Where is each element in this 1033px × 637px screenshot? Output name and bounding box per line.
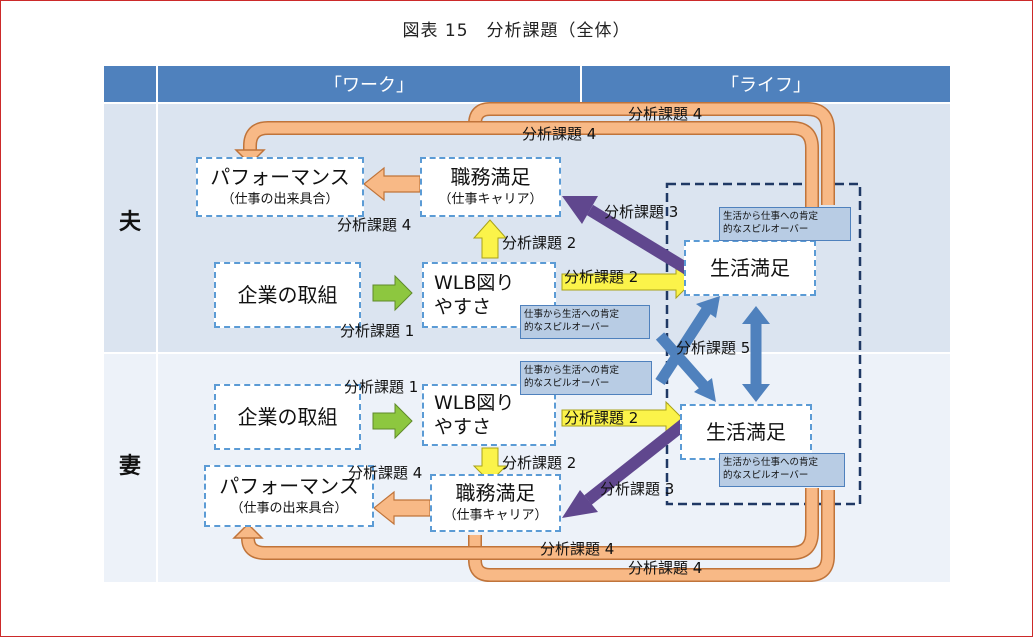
arrow-life-double-down xyxy=(742,384,770,402)
wife-spillover-work-to-life-note: 仕事から生活への肯定 的なスピルオーバー xyxy=(520,361,652,395)
wife-spillover-wl-line2: 的なスピルオーバー xyxy=(524,378,610,389)
wife-spillover-lw-line1: 生活から仕事への肯定 xyxy=(723,457,819,468)
label-t4-bottom-outer: 分析課題 4 xyxy=(628,559,703,577)
husband-job-satisfaction-box: 職務満足 （仕事キャリア） xyxy=(420,157,561,217)
wife-life-label: 生活満足 xyxy=(706,420,786,444)
arrow-job-to-performance-husband xyxy=(363,166,421,202)
husband-life-label: 生活満足 xyxy=(710,256,790,280)
husband-label-cell xyxy=(104,104,156,352)
husband-performance-title: パフォーマンス xyxy=(210,165,350,189)
label-t2-wife-right: 分析課題 2 xyxy=(564,409,639,427)
arrow-life-to-job-wife xyxy=(562,490,598,518)
wife-performance-sub: （仕事の出来具合） xyxy=(230,501,348,516)
husband-job-title: 職務満足 xyxy=(450,165,531,189)
husband-life-satisfaction-box: 生活満足 xyxy=(684,240,816,296)
figure-title: 図表 15 分析課題（全体） xyxy=(402,21,631,41)
wife-wlb-line2: やすさ xyxy=(434,416,492,438)
label-t4-bottom-inner: 分析課題 4 xyxy=(540,540,615,558)
arrow-cross-to-husband-life xyxy=(696,296,720,318)
label-t3-wife: 分析課題 3 xyxy=(600,480,675,498)
label-t5: 分析課題 5 xyxy=(676,339,751,357)
wife-life-satisfaction-box: 生活満足 xyxy=(680,404,812,460)
arrow-cross-to-wife-life xyxy=(694,378,716,402)
wife-company-label: 企業の取組 xyxy=(237,405,338,429)
wife-job-satisfaction-box: 職務満足 （仕事キャリア） xyxy=(430,474,561,532)
header-life: 「ライフ」 xyxy=(582,66,950,102)
wife-spillover-wl-line1: 仕事から生活への肯定 xyxy=(524,365,620,376)
arrow-life-double-up xyxy=(742,306,770,324)
wife-performance-box: パフォーマンス （仕事の出来具合） xyxy=(204,465,374,527)
wife-spillover-lw-line2: 的なスピルオーバー xyxy=(723,470,809,481)
husband-wlb-line1: WLB図り xyxy=(434,272,515,294)
label-t4-wife-left: 分析課題 4 xyxy=(348,464,423,482)
label-t4-top-inner: 分析課題 4 xyxy=(522,125,597,143)
row-label-husband: 夫 xyxy=(119,210,142,235)
wife-spillover-life-to-work-note: 生活から仕事への肯定 的なスピルオーバー xyxy=(719,453,845,487)
wife-wlb-line1: WLB図り xyxy=(434,392,515,414)
label-t2-husband-right: 分析課題 2 xyxy=(564,268,639,286)
wife-job-sub: （仕事キャリア） xyxy=(443,508,548,523)
husband-job-sub: （仕事キャリア） xyxy=(438,192,543,207)
husband-spillover-work-to-life-note: 仕事から生活への肯定 的なスピルオーバー xyxy=(520,305,650,339)
husband-performance-box: パフォーマンス （仕事の出来具合） xyxy=(196,157,364,217)
arrow-company-to-wlb-husband xyxy=(372,274,413,312)
husband-wlb-line2: やすさ xyxy=(434,296,492,318)
wife-company-box: 企業の取組 xyxy=(214,384,361,450)
header-work: 「ワーク」 xyxy=(158,66,580,102)
husband-company-box: 企業の取組 xyxy=(214,262,361,328)
header-corner xyxy=(104,66,156,102)
husband-spillover-lw-line2: 的なスピルオーバー xyxy=(723,224,809,235)
arrow-life-to-job-husband xyxy=(562,196,598,224)
husband-spillover-lw-line1: 生活から仕事への肯定 xyxy=(723,211,819,222)
label-t1-wife: 分析課題 1 xyxy=(344,378,419,396)
label-t4-top-outer: 分析課題 4 xyxy=(628,105,703,123)
label-t1-husband: 分析課題 1 xyxy=(340,322,415,340)
husband-spillover-life-to-work-note: 生活から仕事への肯定 的なスピルオーバー xyxy=(719,207,851,241)
arrow-company-to-wlb-wife xyxy=(372,402,413,440)
label-t2-wife-down: 分析課題 2 xyxy=(502,454,577,472)
husband-company-label: 企業の取組 xyxy=(237,283,338,307)
wife-performance-title: パフォーマンス xyxy=(219,474,359,498)
label-t3-husband: 分析課題 3 xyxy=(604,203,679,221)
arrow-job-to-performance-wife xyxy=(373,490,431,526)
wife-label-cell xyxy=(104,354,156,582)
wife-job-title: 職務満足 xyxy=(455,481,536,505)
life-region-border xyxy=(665,182,862,506)
husband-spillover-wl-line1: 仕事から生活への肯定 xyxy=(524,309,620,320)
arrow-wlb-to-job-husband xyxy=(472,219,508,259)
label-t2-husband-up: 分析課題 2 xyxy=(502,234,577,252)
row-label-wife: 妻 xyxy=(119,454,142,479)
loop-arrow-wife-head xyxy=(232,522,264,539)
label-t4-husband-left: 分析課題 4 xyxy=(337,216,412,234)
husband-performance-sub: （仕事の出来具合） xyxy=(221,192,339,207)
husband-spillover-wl-line2: 的なスピルオーバー xyxy=(524,322,610,333)
